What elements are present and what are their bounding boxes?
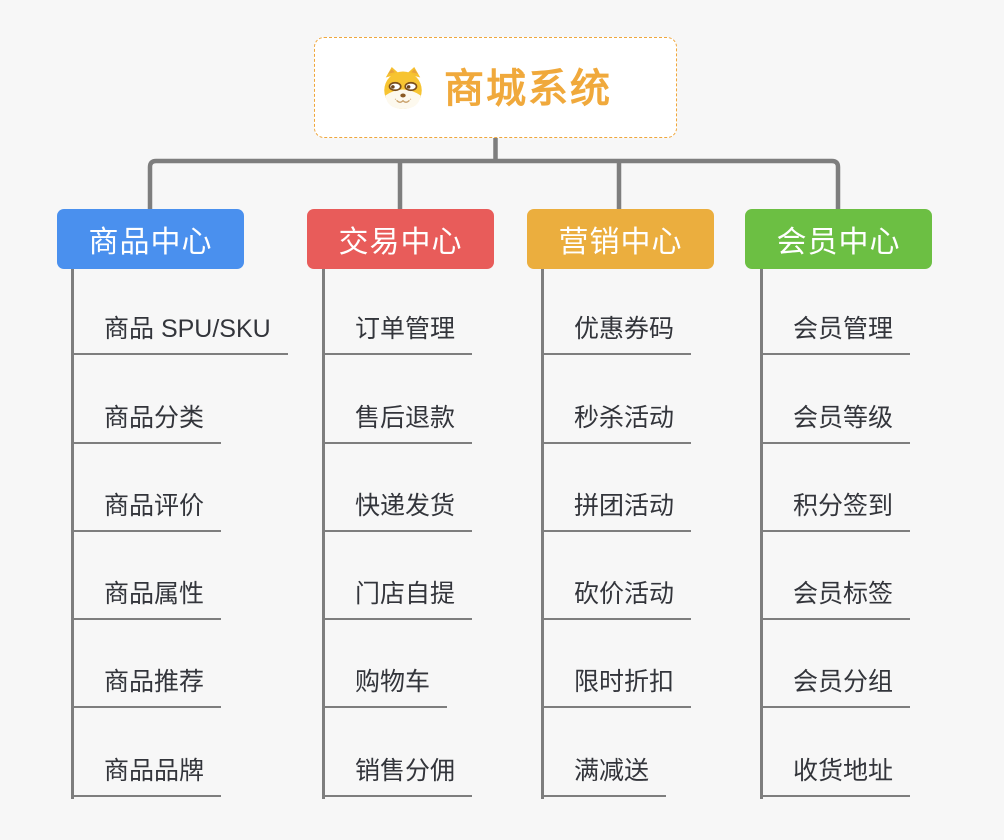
branch-label: 商品中心 xyxy=(88,226,213,259)
leaf-node[interactable]: 商品属性 xyxy=(71,576,222,620)
branch-1-connector-line xyxy=(71,269,74,799)
leaf-node[interactable]: 会员标签 xyxy=(760,576,911,620)
root-title: 商城系统 xyxy=(444,66,612,111)
branch-3-connector-line xyxy=(541,269,544,799)
leaf-node[interactable]: 快递发货 xyxy=(322,488,473,532)
leaf-node[interactable]: 收货地址 xyxy=(760,753,911,797)
leaf-node[interactable]: 门店自提 xyxy=(322,576,473,620)
branch-node-marketing-center[interactable]: 营销中心 xyxy=(527,209,714,269)
branch-2-connector-line xyxy=(322,269,325,799)
leaf-node[interactable]: 购物车 xyxy=(322,664,448,708)
leaf-node[interactable]: 会员管理 xyxy=(760,311,911,355)
leaf-node[interactable]: 商品品牌 xyxy=(71,753,222,797)
leaf-node[interactable]: 销售分佣 xyxy=(322,753,473,797)
leaf-node[interactable]: 砍价活动 xyxy=(541,576,692,620)
leaf-node[interactable]: 商品评价 xyxy=(71,488,222,532)
leaf-node[interactable]: 积分签到 xyxy=(760,488,911,532)
dog-face-icon xyxy=(384,66,422,109)
leaf-node[interactable]: 满减送 xyxy=(541,753,667,797)
branch-node-member-center[interactable]: 会员中心 xyxy=(745,209,932,269)
leaf-node[interactable]: 优惠券码 xyxy=(541,311,692,355)
branch-4-connector-line xyxy=(760,269,763,799)
leaf-node[interactable]: 拼团活动 xyxy=(541,488,692,532)
branch-node-trade-center[interactable]: 交易中心 xyxy=(307,209,494,269)
leaf-node[interactable]: 商品推荐 xyxy=(71,664,222,708)
leaf-node[interactable]: 限时折扣 xyxy=(541,664,692,708)
branch-label: 营销中心 xyxy=(558,226,683,259)
leaf-node[interactable]: 会员分组 xyxy=(760,664,911,708)
leaf-node[interactable]: 秒杀活动 xyxy=(541,400,692,444)
branch-node-product-center[interactable]: 商品中心 xyxy=(57,209,244,269)
branch-label: 交易中心 xyxy=(338,226,463,259)
root-node[interactable]: 商城系统 xyxy=(314,37,677,138)
leaf-node[interactable]: 售后退款 xyxy=(322,400,473,444)
leaf-node[interactable]: 商品分类 xyxy=(71,400,222,444)
leaf-node[interactable]: 商品 SPU/SKU xyxy=(71,311,288,355)
leaf-node[interactable]: 订单管理 xyxy=(322,311,473,355)
leaf-node[interactable]: 会员等级 xyxy=(760,400,911,444)
branch-label: 会员中心 xyxy=(776,226,901,259)
